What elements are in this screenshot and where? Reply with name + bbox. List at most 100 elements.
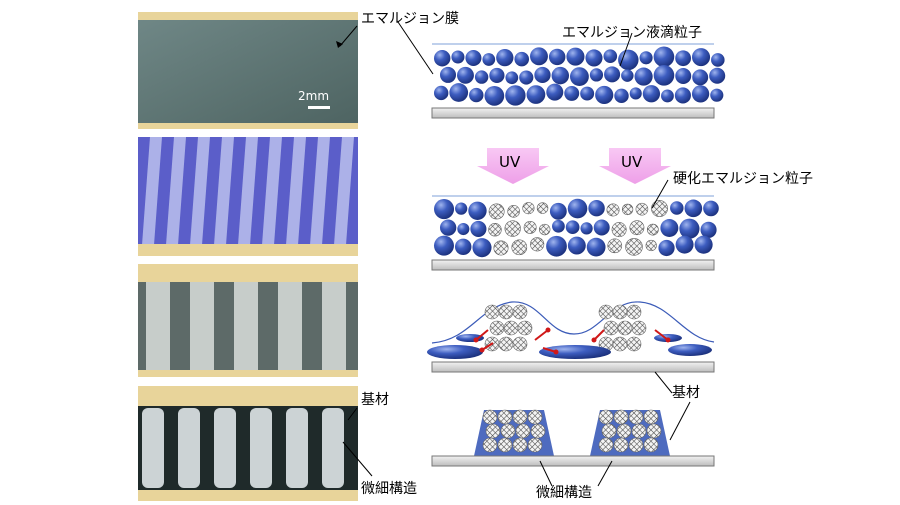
- emulsion-droplet: [546, 83, 564, 101]
- cured-particle-hatch: [629, 438, 643, 452]
- emulsion-droplet: [675, 50, 692, 67]
- emulsion-droplet: [589, 68, 604, 82]
- cured-particle-hatch: [483, 410, 497, 424]
- emulsion-droplet: [567, 236, 586, 255]
- emulsion-droplet: [440, 219, 457, 236]
- cured-particle-hatch: [617, 424, 631, 438]
- scale-bar-label: 2mm: [298, 89, 330, 103]
- emulsion-droplet: [639, 51, 653, 65]
- photo-microstructure: [138, 386, 358, 501]
- cured-particle-hatch: [647, 424, 661, 438]
- flattened-droplet: [668, 344, 712, 356]
- cured-particle-hatch: [607, 238, 622, 253]
- cured-particle-hatch: [635, 203, 648, 216]
- emulsion-droplet: [565, 220, 580, 235]
- leader-substrate-lower: [669, 401, 691, 441]
- label-uv-right: UV: [621, 153, 643, 171]
- cured-stripe: [278, 282, 302, 370]
- cured-particle-hatch: [625, 238, 643, 256]
- cured-particle-hatch: [613, 337, 627, 351]
- cured-particle-hatch: [498, 438, 512, 452]
- cured-particle-hatch: [632, 424, 646, 438]
- emulsion-droplet: [449, 83, 469, 102]
- exposed-stripe: [142, 137, 162, 245]
- cured-particle-hatch: [647, 224, 659, 236]
- emulsion-droplet: [653, 65, 675, 86]
- emulsion-droplet: [661, 89, 674, 103]
- emulsion-droplet: [603, 49, 618, 63]
- cured-particle-hatch: [513, 410, 527, 424]
- label-diagram-substrate: 基材: [672, 385, 700, 401]
- microstructure-ridge: [214, 408, 236, 488]
- cured-particle-hatch: [611, 222, 627, 237]
- leader-photo-micro: [342, 441, 373, 477]
- flow-arrow: [475, 329, 489, 341]
- emulsion-droplet: [434, 85, 449, 101]
- exposed-stripe: [334, 137, 354, 245]
- emulsion-droplet: [546, 235, 567, 257]
- cured-particle-hatch: [645, 240, 657, 251]
- emulsion-droplet: [570, 67, 589, 87]
- emulsion-droplet: [670, 201, 684, 215]
- leader-droplet: [619, 32, 633, 67]
- photo-cured-pattern-image: [138, 264, 358, 377]
- emulsion-droplet: [674, 87, 691, 104]
- emulsion-droplet: [455, 202, 468, 215]
- emulsion-droplet: [621, 69, 634, 82]
- emulsion-droplet: [534, 66, 551, 84]
- cured-particle-hatch: [524, 221, 537, 234]
- cured-particle-hatch: [614, 438, 628, 452]
- label-photo-microstructure: 微細構造: [361, 481, 417, 497]
- emulsion-droplet: [514, 51, 530, 67]
- emulsion-droplet: [642, 85, 661, 103]
- emulsion-droplet: [580, 86, 595, 101]
- emulsion-droplet: [526, 85, 546, 104]
- emulsion-droplet: [684, 199, 703, 218]
- cured-particle-hatch: [488, 203, 505, 220]
- flow-arrow-head: [479, 347, 485, 353]
- cured-particle-hatch: [599, 410, 613, 424]
- emulsion-droplet: [519, 70, 534, 85]
- cured-particle-hatch: [539, 224, 551, 235]
- cured-particle-hatch: [614, 410, 628, 424]
- cured-particle-hatch: [613, 305, 627, 319]
- cured-particle-hatch: [629, 410, 643, 424]
- cured-stripe: [234, 282, 258, 370]
- emulsion-droplet: [660, 219, 679, 237]
- cured-particle-hatch: [507, 205, 520, 218]
- emulsion-droplet: [694, 235, 713, 254]
- microstructure-ridge: [142, 408, 164, 488]
- emulsion-droplet: [530, 47, 548, 66]
- label-diagram-microstructure: 微細構造: [536, 485, 592, 501]
- cured-particle-hatch: [513, 337, 527, 351]
- emulsion-droplet: [580, 222, 593, 235]
- emulsion-droplet: [457, 66, 474, 84]
- cured-stripe: [190, 282, 214, 370]
- cured-particle-hatch: [627, 305, 641, 319]
- cured-particle-hatch: [504, 220, 521, 237]
- cured-particle-hatch: [531, 424, 545, 438]
- substrate-plate: [431, 107, 715, 119]
- film-surface-curve: [431, 301, 715, 344]
- cured-particle-hatch: [599, 305, 613, 319]
- cured-stripe: [146, 282, 170, 370]
- photo-uv-patterning-image: [138, 137, 358, 256]
- emulsion-droplet: [505, 85, 526, 106]
- leader-lines: [336, 21, 691, 487]
- photo-uv-patterning: [138, 137, 358, 256]
- cured-particle-hatch: [606, 203, 620, 217]
- stage-microstructure: [431, 409, 715, 467]
- flow-arrow-head: [553, 349, 559, 355]
- emulsion-droplet: [691, 85, 710, 103]
- leader-micro-right: [597, 460, 613, 487]
- cured-particle-hatch: [629, 220, 645, 235]
- cured-particle-hatch: [490, 321, 504, 335]
- exposed-stripe: [310, 137, 330, 245]
- photo-cured-pattern: [138, 264, 358, 377]
- emulsion-droplet: [482, 53, 496, 66]
- emulsion-droplet: [692, 48, 711, 67]
- cured-particle-hatch: [522, 202, 535, 214]
- leader-photo-film-head: [336, 41, 343, 48]
- cured-particle-hatch: [530, 237, 544, 252]
